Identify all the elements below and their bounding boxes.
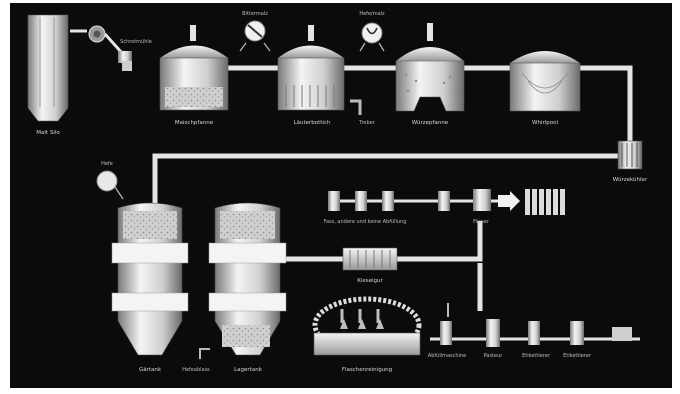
label-hops-2: Hefe/malz xyxy=(359,11,385,17)
label-wort-kettle: Würzepfanne xyxy=(412,120,449,126)
label-whirlpool: Whirlpool xyxy=(532,120,558,126)
label-malt-silo: Malt Silo xyxy=(36,130,60,136)
label-yeast-drain: Hefeablass xyxy=(182,367,210,373)
label-filter: Kieselgur xyxy=(357,278,383,284)
diagram-canvas: Malt Silo Schrotmühle Maischpfanne Bitte… xyxy=(10,3,672,388)
label-lauter-tun: Läuterbottich xyxy=(294,120,331,126)
label-yeast: Hefe xyxy=(101,161,113,167)
bottling-line xyxy=(430,303,640,347)
wort-cooler xyxy=(618,141,642,169)
label-bottle-line: Fass, andere und keine Abfüllung xyxy=(324,219,407,225)
hops-icon-2 xyxy=(360,23,384,51)
label-lager-tank: Lagertank xyxy=(234,367,263,373)
malt-silo xyxy=(28,15,68,121)
yeast-drain-pipe xyxy=(200,349,210,359)
whirlpool xyxy=(510,51,580,111)
label-kegs: Fässer xyxy=(473,219,490,225)
lager-tank xyxy=(209,203,286,355)
label-hops-1: Bittermalz xyxy=(242,11,268,17)
mash-tun xyxy=(160,25,228,110)
label-flash-pasteurizer: Flaschenreinigung xyxy=(342,367,392,373)
fermentation-tank xyxy=(112,203,188,355)
label-mill: Schrotmühle xyxy=(120,39,152,45)
label-fermentation-tank: Gärtank xyxy=(139,367,162,373)
keg-store xyxy=(525,189,565,215)
label-spent-grain: Treber xyxy=(358,120,376,126)
keg-line xyxy=(328,189,520,211)
filter-unit xyxy=(343,248,397,270)
mill-icon xyxy=(70,26,132,71)
brewery-process-diagram: Malt Silo Schrotmühle Maischpfanne Bitte… xyxy=(10,3,672,388)
label-wort-cooler: Würzekühler xyxy=(613,177,648,183)
hops-icon-1 xyxy=(240,21,270,51)
yeast-icon xyxy=(97,171,123,199)
bottle-washer xyxy=(314,299,420,355)
label-pasteur: Pasteur xyxy=(484,353,504,359)
label-bottle-filler: Abfüllmaschine xyxy=(428,353,466,359)
label-packer: Etikettierer xyxy=(563,353,592,359)
label-mash-tun: Maischpfanne xyxy=(175,120,214,126)
wort-kettle xyxy=(396,23,464,111)
label-labeller: Etikettierer xyxy=(522,353,551,359)
